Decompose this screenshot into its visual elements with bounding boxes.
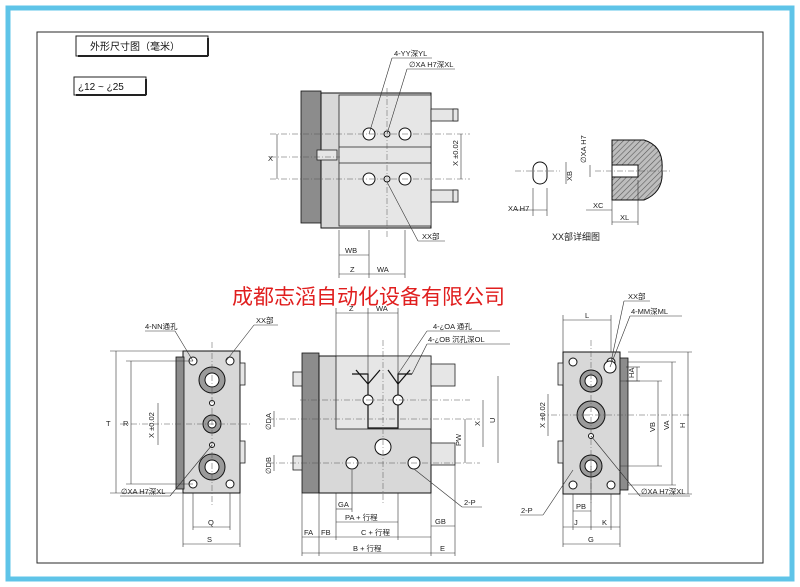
detail-xa-left: XA H7 [508, 204, 529, 213]
right-g: G [588, 535, 594, 544]
front-view [268, 340, 480, 505]
front-ob: 4-¿OB 沉孔深OL [428, 335, 485, 344]
top-xa-label: ∅XA H7深XL [409, 60, 453, 69]
front-x: X [473, 421, 482, 426]
front-oa: 4-¿OA 通孔 [433, 321, 472, 331]
front-db: ∅DB [264, 457, 273, 474]
left-xa: ∅XA H7深XL [121, 487, 165, 496]
front-pa: PA + 行程 [345, 512, 378, 522]
right-ha: HA [627, 368, 636, 378]
right-mm: 4-MM深ML [631, 307, 668, 316]
right-vb: VB [648, 422, 657, 432]
front-p: 2-P [464, 498, 476, 507]
top-wa: WA [377, 265, 389, 274]
front-b: B + 行程 [353, 543, 382, 553]
top-z: Z [350, 265, 355, 274]
detail-xl: XL [620, 213, 629, 222]
title-text: 外形尺寸图（毫米） [90, 40, 180, 53]
left-xx: XX部 [256, 315, 274, 325]
top-yy-label: 4-YY深YL [394, 49, 427, 58]
detail-caption: XX部详细图 [552, 231, 600, 242]
front-e: E [440, 544, 445, 553]
right-k: K [602, 518, 607, 527]
left-s: S [207, 535, 212, 544]
left-x: X ±0.02 [147, 412, 156, 438]
left-q: Q [208, 518, 214, 527]
front-u: U [488, 418, 497, 423]
right-xa: ∅XA H7深XL [641, 487, 685, 496]
company-watermark: 成都志滔自动化设备有限公司 [232, 286, 505, 309]
top-wb: WB [345, 246, 357, 255]
left-nn: 4-NN通孔 [145, 321, 178, 331]
detail-xc: XC [593, 201, 604, 210]
front-z: Z [349, 304, 354, 313]
front-gb: GB [435, 517, 446, 526]
inner-frame [36, 31, 764, 564]
top-view [270, 88, 470, 238]
right-pb: PB [576, 502, 586, 511]
front-fa: FA [304, 528, 313, 537]
right-p: 2-P [521, 506, 533, 515]
detail-view [515, 139, 670, 201]
front-da: ∅DA [264, 413, 273, 430]
detail-xb: XB [565, 171, 574, 181]
front-pw: PW [454, 433, 463, 446]
left-r: R [123, 419, 129, 428]
top-x-right: X ±0.02 [451, 140, 460, 166]
top-x-left: X [268, 154, 273, 163]
right-l: L [585, 311, 589, 320]
outer-frame [5, 5, 795, 582]
right-va: VA [662, 421, 671, 430]
front-fb: FB [321, 528, 331, 537]
left-view [120, 342, 250, 505]
front-c: C + 行程 [361, 527, 390, 537]
right-x: X ±0.02 [538, 402, 547, 428]
right-xx: XX部 [628, 291, 646, 301]
left-t: T [106, 419, 111, 428]
detail-xa-h7: ∅XA H7 [579, 135, 588, 163]
right-j: J [574, 518, 578, 527]
front-wa: WA [376, 304, 388, 313]
right-h: H [678, 423, 687, 428]
front-ga: GA [338, 500, 349, 509]
top-xx-label: XX部 [422, 231, 440, 241]
range-text: ¿12 ~ ¿25 [78, 82, 124, 93]
